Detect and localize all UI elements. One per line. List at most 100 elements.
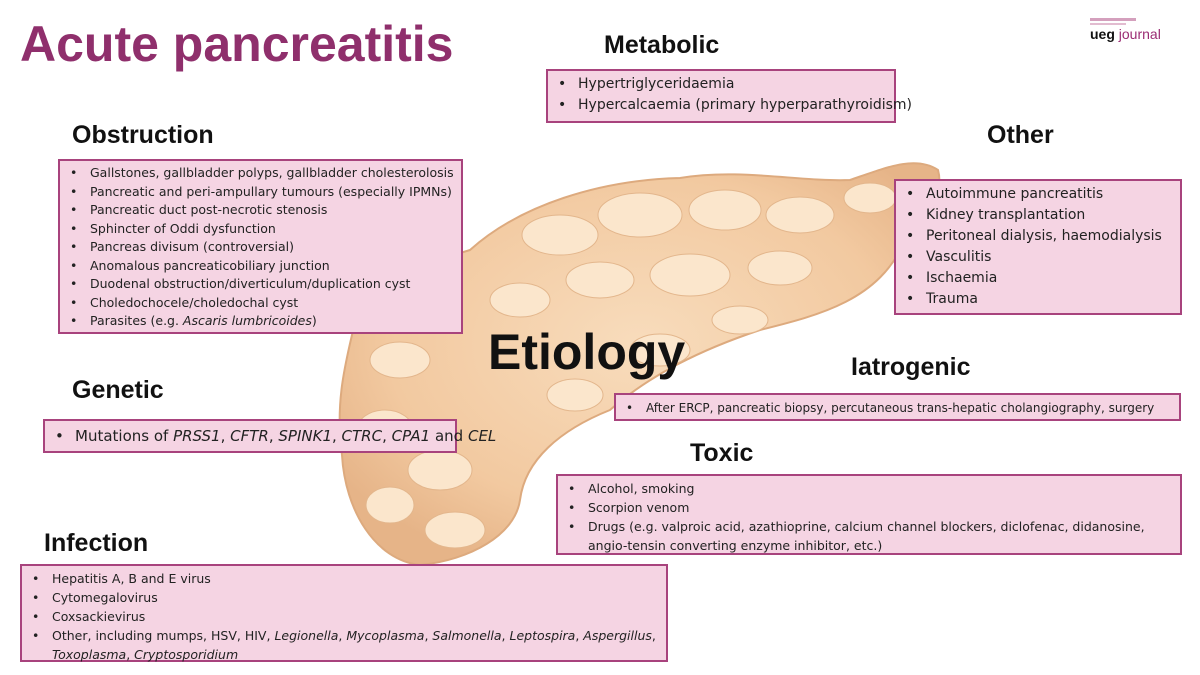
list-item: Alcohol, smoking: [566, 479, 1174, 498]
logo-brand: ueg: [1090, 26, 1115, 42]
obstruction-list: Gallstones, gallbladder polyps, gallblad…: [58, 159, 463, 334]
list-item: After ERCP, pancreatic biopsy, percutane…: [624, 398, 1173, 418]
item-text: Kidney transplantation: [926, 207, 1086, 223]
italic-term: Legionella: [274, 628, 339, 643]
item-text: Alcohol, smoking: [588, 481, 695, 496]
item-text: and: [430, 427, 468, 445]
item-text: Duodenal obstruction/diverticulum/duplic…: [90, 276, 411, 291]
item-text: Drugs (e.g. valproic acid, azathioprine,…: [588, 519, 1145, 553]
italic-term: Cryptosporidium: [134, 647, 239, 662]
item-text: After ERCP, pancreatic biopsy, percutane…: [646, 401, 1155, 415]
italic-term: Aspergillus: [583, 628, 652, 643]
logo-word: journal: [1118, 26, 1161, 42]
italic-term: Mycoplasma: [346, 628, 425, 643]
list-item: Pancreas divisum (controversial): [68, 238, 455, 257]
heading-iatrogenic: Iatrogenic: [851, 353, 971, 381]
item-text: Other, including mumps, HSV, HIV,: [52, 628, 275, 643]
item-text: Choledochocele/choledochal cyst: [90, 294, 299, 310]
list-item: Hypercalcaemia (primary hyperparathyroid…: [556, 95, 912, 116]
item-text: ,: [338, 628, 347, 643]
list-item: Autoimmune pancreatitis: [904, 184, 1174, 205]
pancreas-lobule-texture: [356, 182, 897, 549]
item-text: Hepatitis A, B and E virus: [52, 571, 211, 586]
other-list: Autoimmune pancreatitisKidney transplant…: [894, 179, 1182, 315]
heading-infection: Infection: [44, 529, 149, 557]
item-text: Vasculitis: [926, 249, 992, 265]
item-text: Trauma: [926, 291, 978, 307]
item-text: Coxsackievirus: [52, 609, 146, 624]
item-text: ,: [126, 647, 135, 662]
heading-metabolic: Metabolic: [604, 31, 720, 59]
italic-term: CFTR: [230, 427, 269, 445]
heading-genetic: Genetic: [72, 376, 164, 404]
italic-term: Ascaris lumbricoides: [182, 313, 312, 328]
item-text: ,: [424, 628, 433, 643]
logo-stripe-secondary: [1090, 23, 1126, 25]
item-text: Gallstones, gallbladder polyps, gallblad…: [90, 165, 454, 180]
item-text: ,: [220, 427, 231, 445]
heading-obstruction: Obstruction: [72, 121, 214, 149]
item-text: ,: [501, 628, 510, 643]
list-item: Trauma: [904, 289, 1174, 310]
italic-term: CPA1: [391, 427, 431, 445]
list-item: Choledochocele/choledochal cyst: [68, 294, 455, 313]
italic-term: CTRC: [341, 427, 383, 445]
italic-term: SPINK1: [278, 427, 332, 445]
heading-other: Other: [987, 121, 1054, 149]
item-text: ,: [331, 427, 342, 445]
item-text: Sphincter of Oddi dysfunction: [90, 220, 276, 236]
list-item: Duodenal obstruction/diverticulum/duplic…: [68, 275, 455, 294]
list-item: Scorpion venom: [566, 498, 1174, 517]
list-item: Kidney transplantation: [904, 205, 1174, 226]
italic-term: CEL: [467, 427, 497, 445]
item-text: Pancreatic duct post-necrotic stenosis: [90, 202, 328, 217]
logo-wordmark: ueg journal: [1090, 26, 1161, 42]
list-item: Parasites (e.g. Ascaris lumbricoides): [68, 312, 455, 331]
ueg-journal-logo: ueg journal: [1090, 18, 1170, 44]
item-text: ,: [575, 628, 584, 643]
list-item: Gallstones, gallbladder polyps, gallblad…: [68, 164, 455, 183]
item-text: ,: [651, 628, 656, 643]
item-text: Peritoneal dialysis, haemodialysis: [926, 228, 1162, 244]
item-text: Autoimmune pancreatitis: [926, 186, 1104, 202]
list-item: Drugs (e.g. valproic acid, azathioprine,…: [566, 517, 1174, 555]
list-item: Mutations of PRSS1, CFTR, SPINK1, CTRC, …: [53, 425, 496, 447]
item-text: Anomalous pancreaticobiliary junction: [90, 257, 330, 273]
heading-toxic: Toxic: [690, 439, 754, 467]
item-text: ,: [268, 427, 279, 445]
item-text: ): [311, 313, 317, 328]
italic-term: Salmonella: [432, 628, 502, 643]
item-text: Parasites (e.g.: [90, 313, 183, 328]
item-text: Hypertriglyceridaemia: [578, 76, 735, 92]
italic-term: Leptospira: [509, 628, 576, 643]
list-item: Ischaemia: [904, 268, 1174, 289]
item-text: Pancreatic and peri-ampullary tumours (e…: [90, 183, 452, 199]
item-text: Hypercalcaemia (primary hyperparathyroid…: [578, 97, 913, 113]
item-text: Pancreas divisum (controversial): [90, 239, 294, 254]
page-title: Acute pancreatitis: [20, 16, 454, 72]
list-item: Other, including mumps, HSV, HIV, Legion…: [30, 626, 660, 664]
logo-stripe: [1090, 18, 1136, 21]
item-text: Ischaemia: [926, 270, 998, 286]
item-text: Mutations of: [75, 427, 174, 445]
list-item: Pancreatic and peri-ampullary tumours (e…: [68, 183, 455, 202]
list-item: Hepatitis A, B and E virus: [30, 569, 660, 588]
list-item: Vasculitis: [904, 247, 1174, 268]
center-label: Etiology: [488, 324, 686, 380]
item-text: ,: [382, 427, 392, 445]
toxic-list: Alcohol, smokingScorpion venomDrugs (e.g…: [556, 474, 1182, 555]
item-text: Cytomegalovirus: [52, 590, 158, 605]
list-item: Anomalous pancreaticobiliary junction: [68, 257, 455, 276]
infection-list: Hepatitis A, B and E virusCytomegaloviru…: [20, 564, 668, 662]
genetic-list: Mutations of PRSS1, CFTR, SPINK1, CTRC, …: [43, 419, 496, 453]
list-item: Pancreatic duct post-necrotic stenosis: [68, 201, 455, 220]
metabolic-list: HypertriglyceridaemiaHypercalcaemia (pri…: [546, 69, 912, 123]
italic-term: PRSS1: [173, 427, 221, 445]
iatrogenic-list: After ERCP, pancreatic biopsy, percutane…: [614, 393, 1181, 421]
item-text: Scorpion venom: [588, 500, 690, 515]
list-item: Peritoneal dialysis, haemodialysis: [904, 226, 1174, 247]
list-item: Cytomegalovirus: [30, 588, 660, 607]
list-item: Coxsackievirus: [30, 607, 660, 626]
list-item: Sphincter of Oddi dysfunction: [68, 220, 455, 239]
